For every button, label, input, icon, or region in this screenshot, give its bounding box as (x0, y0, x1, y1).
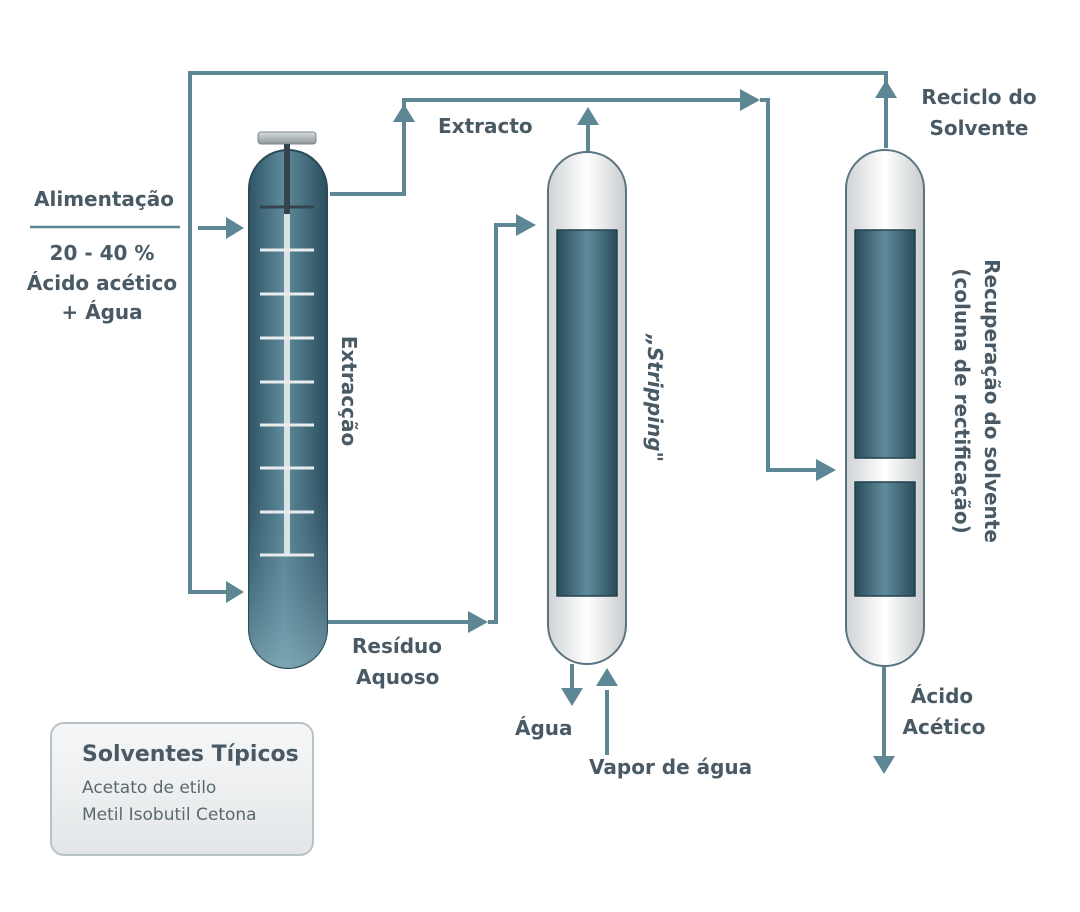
solvent-recycle-label-2: Solvente (930, 116, 1029, 140)
steam-label: Vapor de água (589, 755, 752, 779)
flow-arrow-icon (596, 668, 618, 686)
recovery-packing-lower (854, 481, 916, 597)
extraction-label: Extracção (337, 336, 361, 446)
flow-arrow-icon (226, 581, 244, 603)
flow-arrow-icon (577, 107, 599, 125)
agitator-shaft (284, 144, 290, 556)
typical-solvents-title: Solventes Típicos (82, 742, 299, 767)
residue-to-stripping-line (488, 223, 518, 624)
flow-arrow-icon (226, 217, 244, 239)
extract-label: Extracto (438, 114, 533, 138)
aqueous-residue-label-1: Resíduo (352, 634, 442, 658)
flow-arrow-icon (561, 688, 583, 706)
typical-solvents-box: Solventes Típicos Acetato de etilo Metil… (50, 722, 314, 856)
extract-line (330, 98, 742, 196)
feed-title: Alimentação (34, 187, 174, 211)
recovery-packing-upper (854, 229, 916, 459)
stripping-label: „Stripping" (643, 333, 667, 462)
extraction-column (248, 131, 328, 669)
solvent-recovery-label-1: Recuperação do solvente (980, 259, 1004, 543)
flow-arrow-icon (740, 89, 760, 111)
solvent-item: Acetato de etilo (82, 778, 217, 798)
solvent-recovery-label-2: (coluna de rectificação) (950, 268, 974, 533)
feed-concentration: 20 - 40 % (50, 241, 155, 265)
flow-arrow-icon (875, 80, 897, 98)
flow-arrow-icon (393, 104, 415, 122)
extract-to-recovery-line (760, 98, 818, 472)
flow-arrow-icon (468, 611, 488, 633)
aqueous-residue-label-2: Aquoso (356, 665, 439, 689)
solvent-item: Metil Isobutil Cetona (82, 805, 257, 825)
stripping-packing (556, 229, 618, 597)
solvent-recycle-label-1: Reciclo do (921, 85, 1036, 109)
feed-component-1: Ácido acético (27, 271, 177, 295)
stripping-column (547, 151, 627, 665)
feed-component-2: + Água (61, 300, 142, 324)
agitator-cap (257, 131, 317, 145)
recovery-column (845, 149, 925, 667)
water-label: Água (515, 716, 573, 740)
flow-arrow-icon (816, 459, 836, 481)
flow-arrow-icon (516, 214, 536, 236)
flow-arrow-icon (873, 756, 895, 774)
extraction-trays (260, 205, 314, 557)
acetic-acid-label-1: Ácido (911, 684, 973, 708)
acetic-acid-label-2: Acético (903, 715, 986, 739)
